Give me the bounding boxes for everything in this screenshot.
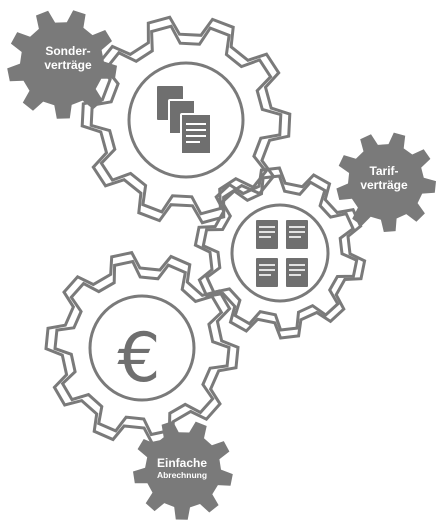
gear-sondervertraege [80, 15, 292, 225]
label-einfache-abrechnung: Einfache Abrechnung [134, 456, 230, 481]
gear-abrechnung [44, 250, 240, 446]
label-sondervertraege: Sonder- verträge [26, 44, 110, 73]
label-sonder-line2: verträge [44, 57, 92, 72]
label-sonder-line1: Sonder- [45, 44, 91, 58]
gear-tarifvertraege [193, 166, 367, 340]
label-tarifvertraege: Tarif- verträge [340, 164, 428, 193]
document-grid-icon [256, 220, 308, 287]
label-einfache-line1: Einfache [156, 456, 207, 470]
sonder-gear-badge [7, 10, 118, 119]
label-tarif-line2: verträge [360, 177, 408, 192]
tarif-gear-badge [336, 132, 436, 232]
euro-icon: € [117, 319, 160, 398]
einfache-gear-badge [133, 421, 233, 520]
documents-icon [157, 86, 212, 155]
label-tarif-line1: Tarif- [369, 164, 399, 178]
label-einfache-line2: Abrechnung [156, 469, 208, 480]
